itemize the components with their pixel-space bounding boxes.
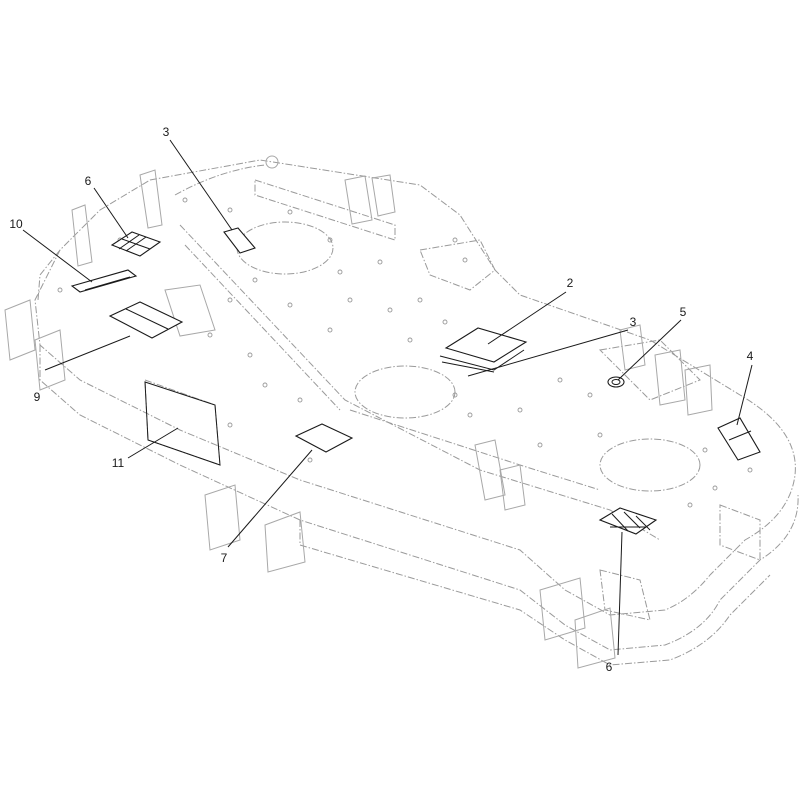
decal-grid-right	[598, 507, 658, 535]
leader-6a	[93, 187, 129, 239]
leader-4	[736, 364, 753, 426]
decal-2	[439, 327, 528, 373]
mower-deck-outline	[34, 159, 799, 666]
callout-10: 10	[9, 217, 23, 231]
callout-labels: 3 6 10 9 11 7 2 3 5 4 6	[9, 125, 753, 674]
decal-9	[108, 301, 184, 339]
decal-7	[294, 423, 354, 453]
callout-4: 4	[747, 349, 754, 363]
leader-10	[22, 229, 93, 283]
callout-6a: 6	[85, 174, 92, 188]
decal-5	[607, 376, 625, 388]
callout-9: 9	[34, 390, 41, 404]
leader-5	[617, 319, 682, 381]
leader-6b	[617, 531, 623, 656]
decal-grid-left	[110, 231, 162, 257]
callout-5: 5	[680, 305, 687, 319]
decal-4	[717, 417, 761, 461]
callout-3b: 3	[630, 315, 637, 329]
callout-7: 7	[221, 551, 228, 565]
callout-6b: 6	[606, 660, 613, 674]
callout-3a: 3	[163, 125, 170, 139]
deck-brackets	[4, 155, 713, 669]
leader-3a	[169, 139, 233, 231]
leader-2	[487, 291, 567, 345]
leader-lines	[22, 139, 753, 656]
leader-9	[44, 335, 131, 371]
callout-11: 11	[112, 456, 125, 470]
deck-holes	[57, 197, 753, 508]
decal-3-left	[223, 227, 256, 254]
decal-strip-10	[70, 269, 138, 293]
leader-3b	[467, 329, 629, 377]
leader-11	[127, 427, 179, 459]
decal-11	[144, 381, 221, 466]
leader-7	[227, 449, 313, 548]
callout-2: 2	[567, 276, 574, 290]
